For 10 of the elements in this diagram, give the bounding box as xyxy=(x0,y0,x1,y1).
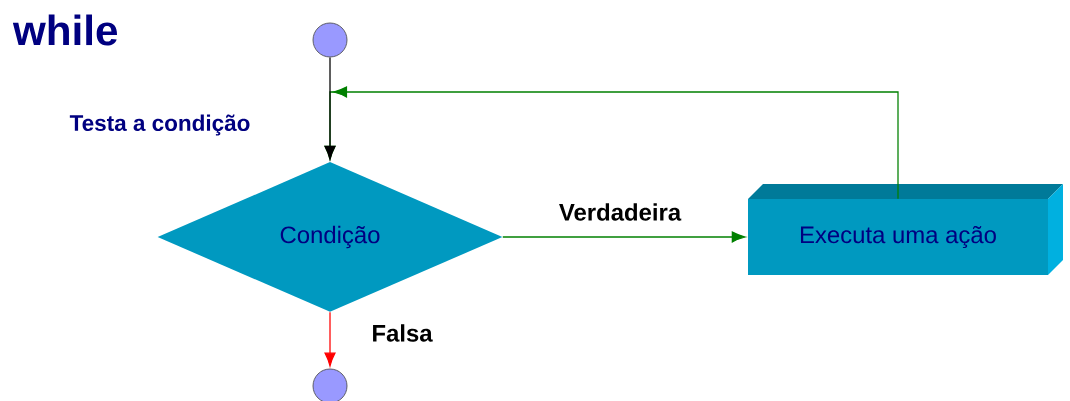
edge-label: Verdadeira xyxy=(559,203,682,221)
arrow xyxy=(324,311,336,367)
arrow xyxy=(324,56,336,160)
terminal-circle xyxy=(312,22,348,58)
title: while xyxy=(12,14,118,46)
arrow xyxy=(502,231,746,243)
process-box: Executa uma ação xyxy=(748,184,1063,275)
terminal-circle xyxy=(312,368,348,401)
edge-label: Testa a condição xyxy=(69,114,250,136)
edge-label: Falsa xyxy=(373,324,433,342)
